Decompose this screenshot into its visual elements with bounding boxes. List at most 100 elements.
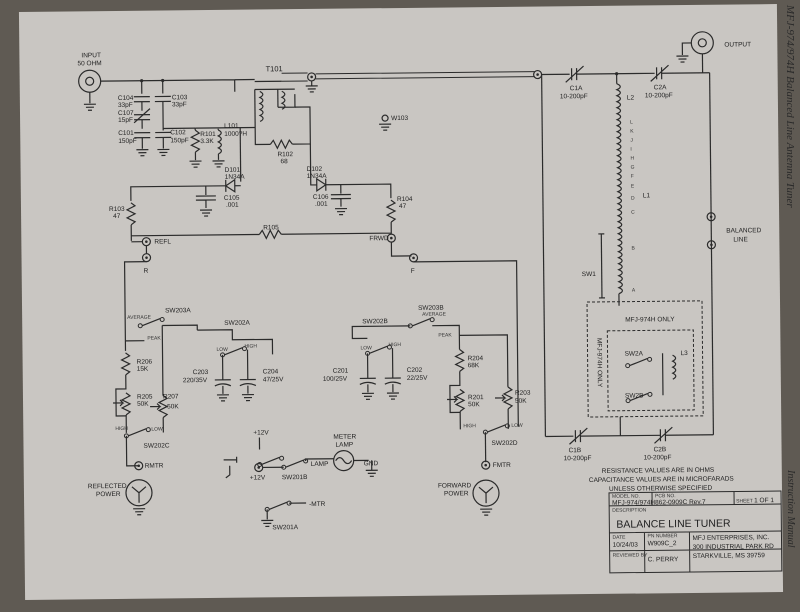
tap-b: B — [631, 246, 635, 252]
rmtr-label: RMTR — [145, 462, 164, 469]
sw202a-high: HIGH — [244, 344, 257, 350]
lamp-label: LAMP — [311, 461, 329, 468]
output-label: OUTPUT — [724, 41, 751, 48]
note-capacitance: CAPACITANCE VALUES ARE IN MICROFARADS — [589, 476, 735, 485]
sw2a-label: SW2A — [625, 350, 644, 357]
sw2b-label: SW2B — [625, 392, 643, 399]
c104-value: 33pF — [118, 102, 133, 109]
tap-d: D — [631, 196, 635, 202]
p12v-jack: +12V — [250, 474, 266, 481]
c204-ref: C204 — [263, 368, 279, 375]
r206-value: 15K — [137, 366, 149, 373]
sw202a-label: SW202A — [224, 320, 250, 327]
diode-d101 — [226, 180, 241, 192]
c202-value: 22/25V — [407, 375, 428, 382]
tap-labels: L K J I H G F E D C B A — [630, 120, 636, 294]
company-name: MFJ ENTERPRISES, INC. — [692, 534, 769, 542]
c1b-ref: C1B — [569, 447, 582, 454]
output-connector — [676, 32, 713, 73]
side-footer-title: Instruction Manual — [785, 470, 796, 548]
c1b-value: 10-200pF — [564, 455, 592, 462]
address-line2: STARKVILLE, MS 39759 — [693, 552, 766, 560]
l1-label: L1 — [643, 192, 651, 199]
tap-j: J — [630, 138, 633, 144]
c202-ref: C202 — [407, 367, 423, 374]
mfj-only-label: MFJ-974H ONLY — [625, 316, 675, 324]
c203-ref: C203 — [193, 369, 209, 376]
sw203b-label: SW203B — [418, 305, 444, 312]
sw202b-low: LOW — [360, 345, 372, 351]
line-label: LINE — [733, 236, 748, 243]
r204-value: 68K — [468, 362, 480, 369]
sw202d-label: SW202D — [491, 440, 517, 447]
c1a-value: 10-200pF — [560, 93, 588, 100]
c201-ref: C201 — [333, 368, 349, 375]
note-resistance: RESISTANCE VALUES ARE IN OHMS — [602, 467, 715, 475]
c2b-ref: C2B — [654, 446, 667, 453]
c2a-value: 10-200pF — [645, 92, 673, 99]
schematic-diagram: INPUT 50 OHM C104 33pF C103 33pF C107 15… — [19, 4, 800, 612]
tap-a: A — [632, 288, 636, 294]
reflected-power-meter — [126, 480, 152, 515]
tap-g: G — [631, 165, 635, 171]
meter-lamp-label: LAMP — [335, 442, 353, 449]
tap-e: E — [631, 184, 635, 190]
tap-i: I — [630, 147, 631, 153]
sheet-value: 1 OF 1 — [754, 497, 774, 504]
forward-power-meter — [473, 480, 499, 515]
sw203a-average: AVERAGE — [127, 315, 152, 321]
pcb-value: 862-0909C Rev.7 — [655, 499, 706, 507]
sw203b-average: AVERAGE — [422, 312, 447, 318]
desc-label: DESCRIPTION — [612, 507, 647, 513]
r207-ref: R207 — [163, 393, 179, 400]
r104-value: 47 — [399, 203, 407, 210]
c201-value: 100/25V — [323, 376, 348, 383]
frwd-label: FRWD — [369, 235, 389, 242]
r102-value: 68 — [280, 158, 288, 165]
sw1-label: SW1 — [582, 271, 597, 278]
c102-ref: C102 — [170, 129, 186, 136]
c101-ref: C101 — [118, 130, 134, 137]
sw202c-low: LOW — [151, 426, 163, 432]
address-line1: 300 INDUSTRIAL PARK RD — [693, 543, 775, 551]
p12v-top: +12V — [253, 429, 269, 436]
mtr-label: -MTR — [309, 501, 326, 508]
r101-value: 3.3K — [200, 138, 214, 145]
l2-label: L2 — [627, 95, 635, 102]
r105-ref: R105 — [263, 224, 279, 231]
w103-label: W103 — [391, 115, 408, 122]
c106-value: .001 — [315, 201, 328, 208]
c1a-ref: C1A — [570, 85, 583, 92]
sw202b-high: HIGH — [388, 342, 401, 348]
r205-value: 50K — [137, 401, 149, 408]
l101-ref: L101 — [224, 123, 239, 130]
tap-k: K — [630, 129, 634, 135]
sw203a-label: SW203A — [165, 307, 191, 314]
coil-l1-l2 — [617, 74, 623, 306]
c2a-ref: C2A — [654, 84, 667, 91]
reflected-power: POWER — [96, 491, 121, 498]
c2b-value: 10-200pF — [644, 454, 672, 461]
c105-value: .001 — [226, 202, 239, 209]
c204-value: 47/25V — [263, 376, 284, 383]
d102-value: 1N34A — [307, 173, 328, 180]
sw203a-peak: PEAK — [147, 336, 161, 342]
r201-value: 50K — [468, 401, 480, 408]
c103-value: 33pF — [172, 101, 187, 108]
meter-label: METER — [333, 433, 356, 440]
sw201a-label: SW201A — [272, 524, 298, 531]
sheet-label: SHEET — [736, 498, 753, 504]
r-label: R — [144, 268, 149, 275]
input-bus — [101, 80, 255, 94]
fmtr-label: FMTR — [493, 462, 511, 469]
schematic-title: BALANCE LINE TUNER — [616, 518, 731, 531]
sw202d-high: HIGH — [463, 423, 476, 429]
f-label: F — [411, 268, 415, 275]
refl-label: REFL — [154, 238, 171, 245]
l3-label: L3 — [681, 350, 689, 357]
tap-c: C — [631, 210, 635, 216]
r207-value: 50K — [167, 403, 179, 410]
reflected-label: REFLECTED — [88, 483, 127, 490]
reviewed-by: C. PERRY — [648, 556, 679, 563]
t101-label: T101 — [266, 64, 283, 73]
